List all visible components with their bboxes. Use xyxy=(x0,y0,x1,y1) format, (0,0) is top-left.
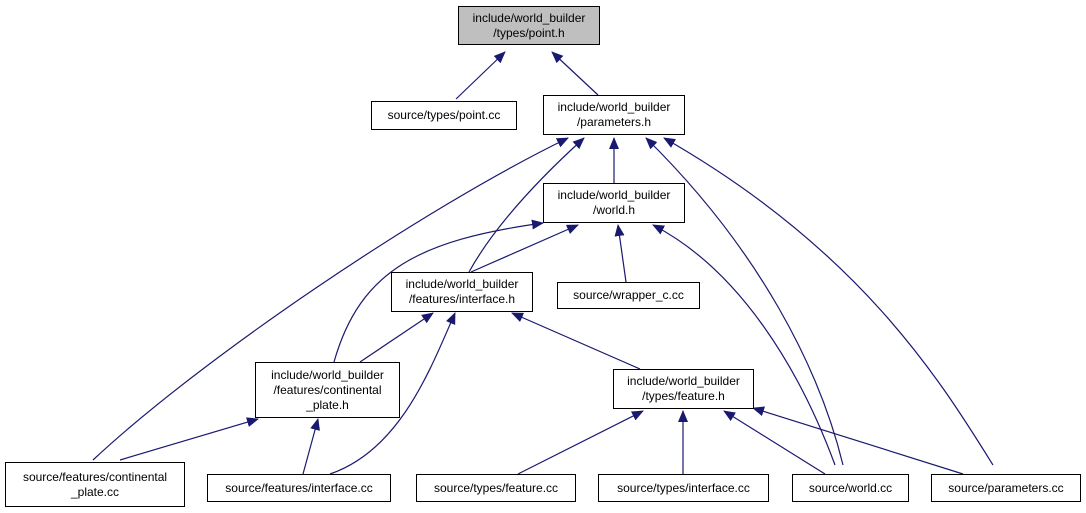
node-feature-h[interactable]: include/world_builder /types/feature.h xyxy=(613,369,754,409)
node-label-line: include/world_builder xyxy=(472,10,586,25)
node-label-line: /types/feature.h xyxy=(642,389,725,403)
edge-finterface-cc-to-finterface-h xyxy=(329,312,456,475)
node-world-cc[interactable]: source/world.cc xyxy=(792,474,909,502)
edge-cplate-cc-to-parameters-h xyxy=(92,137,569,461)
node-label-line: include/world_builder xyxy=(557,188,671,202)
edge-feature-h-to-finterface-h xyxy=(511,312,641,370)
edge-world-cc-to-world-h xyxy=(652,224,836,466)
node-feature-cc[interactable]: source/types/feature.cc xyxy=(416,474,576,502)
edge-feature-cc-to-feature-h xyxy=(517,410,644,475)
node-label-line: include/world_builder xyxy=(271,367,384,382)
edge-wrapper-cc-to-world-h xyxy=(614,224,627,283)
node-label-line: include/world_builder xyxy=(627,374,740,388)
node-label-line: source/types/interface.cc xyxy=(617,480,750,495)
edge-cplate-cc-to-cplate-h xyxy=(119,417,259,461)
edge-finterface-cc-to-cplate-h xyxy=(302,418,320,475)
node-wrapper-cc[interactable]: source/wrapper_c.cc xyxy=(557,282,700,309)
node-parameters-cc[interactable]: source/parameters.cc xyxy=(931,474,1081,502)
edge-cplate-h-to-finterface-h xyxy=(359,312,434,363)
edge-finterface-h-to-parameters-h xyxy=(468,137,585,273)
node-label-line: source/features/interface.cc xyxy=(225,480,373,495)
node-label-line: source/types/point.cc xyxy=(387,108,501,122)
node-label-line: /parameters.h xyxy=(576,115,652,129)
edge-cplate-h-to-world-h xyxy=(333,219,544,363)
node-label-line: /features/interface.h xyxy=(408,292,516,306)
edge-point-cc-to-point-h xyxy=(455,51,506,100)
edge-parameters-cc-to-parameters-h xyxy=(663,137,994,466)
node-point-cc[interactable]: source/types/point.cc xyxy=(371,101,517,130)
node-label-line: /features/continental xyxy=(273,382,382,397)
node-parameters-h[interactable]: include/world_builder /parameters.h xyxy=(543,95,685,135)
node-types-interface-cc[interactable]: source/types/interface.cc xyxy=(598,474,769,502)
edge-finterface-h-to-world-h xyxy=(470,224,579,273)
node-finterface-cc[interactable]: source/features/interface.cc xyxy=(207,474,391,502)
edge-world-cc-to-parameters-h xyxy=(645,137,844,466)
node-label-line: _plate.h xyxy=(306,397,349,412)
node-label-line: source/wrapper_c.cc xyxy=(573,288,684,302)
node-label-line: /world.h xyxy=(592,203,636,217)
node-label-line: source/parameters.cc xyxy=(948,480,1064,495)
edge-parameters-cc-to-feature-h xyxy=(752,406,964,475)
node-continental-plate-cc[interactable]: source/features/continental _plate.cc xyxy=(5,462,185,507)
edge-world-cc-to-feature-h xyxy=(723,410,826,475)
node-label-line: include/world_builder xyxy=(405,277,519,291)
node-label-line: include/world_builder xyxy=(557,100,671,114)
node-finterface-h[interactable]: include/world_builder /features/interfac… xyxy=(391,272,533,312)
node-label-line: source/features/continental xyxy=(22,469,168,484)
node-continental-plate-h[interactable]: include/world_builder /features/continen… xyxy=(255,362,400,418)
node-label-line: source/world.cc xyxy=(808,480,893,495)
node-label-line: /types/point.h xyxy=(493,25,565,40)
node-point-h: include/world_builder /types/point.h xyxy=(458,6,600,45)
node-label-line: source/types/feature.cc xyxy=(433,480,559,495)
edge-parameters-h-to-point-h xyxy=(551,51,599,96)
node-label-line: _plate.cc xyxy=(70,484,120,499)
node-world-h[interactable]: include/world_builder /world.h xyxy=(543,183,685,223)
